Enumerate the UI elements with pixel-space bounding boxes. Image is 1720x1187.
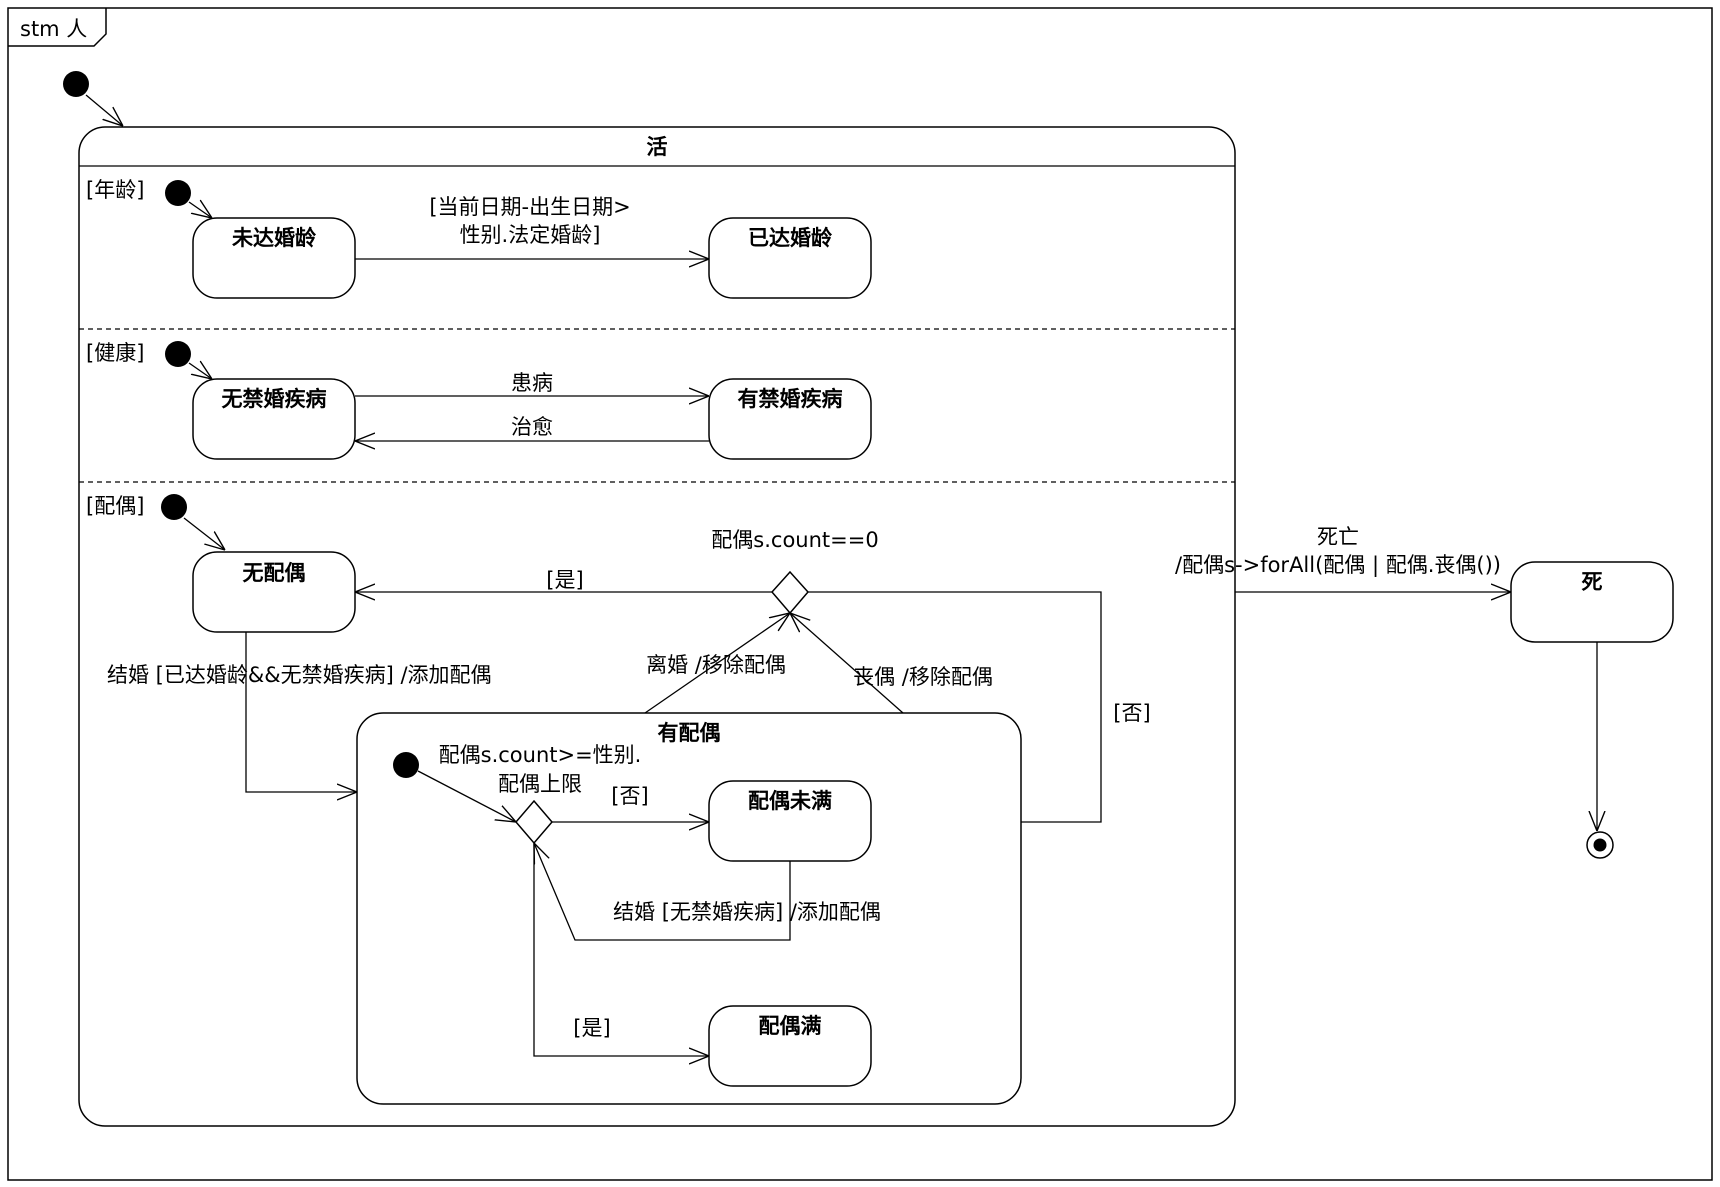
state-name-alive: 活 — [647, 135, 668, 159]
guard-age-line2: 性别.法定婚龄] — [460, 223, 601, 247]
state-of-age: 已达婚龄 — [708, 217, 872, 299]
transition-widowed — [790, 613, 904, 714]
guard-no-right: [否] — [1113, 701, 1150, 725]
trigger-fall-ill: 患病 — [511, 371, 553, 395]
initial-pseudostate-health — [165, 341, 191, 367]
state-dead: 死 — [1510, 561, 1674, 643]
diagram-frame: stm 人 — [7, 7, 1713, 1181]
trigger-divorce: 离婚 /移除配偶 — [646, 653, 786, 677]
guard-yes-top: [是] — [546, 568, 583, 592]
guard-count-limit-line2: 配偶上限 — [498, 772, 582, 796]
trigger-cure: 治愈 — [511, 415, 553, 439]
transition-marry-to-has-spouse — [245, 632, 357, 792]
transition-divorce — [644, 613, 790, 714]
guard-age-line1: [当前日期-出生日期> — [429, 195, 630, 219]
region-label-spouse: [配偶] — [86, 494, 144, 518]
transition-limit-yes-to-full — [533, 843, 709, 1056]
frame-title: stm 人 — [20, 17, 87, 41]
state-name-of-age: 已达婚龄 — [748, 226, 833, 250]
transition-marry-again — [534, 843, 791, 941]
state-name-has-disease: 有禁婚疾病 — [738, 387, 843, 411]
transition-initial-to-no-disease — [188, 363, 212, 379]
transition-initial-to-no-spouse — [183, 517, 225, 550]
state-no-disease: 无禁婚疾病 — [192, 378, 356, 460]
initial-pseudostate-top — [63, 71, 89, 97]
state-underage: 未达婚龄 — [192, 217, 356, 299]
transition-initial-to-alive — [85, 94, 123, 126]
final-state — [1586, 831, 1614, 859]
region-label-age: [年龄] — [86, 178, 144, 202]
trigger-marry-first: 结婚 [已达婚龄&&无禁婚疾病] /添加配偶 — [107, 663, 492, 687]
state-spouse-not-full: 配偶未满 — [708, 780, 872, 862]
state-name-dead: 死 — [1582, 570, 1603, 594]
state-name-no-disease: 无禁婚疾病 — [222, 387, 327, 411]
guard-yes-inner: [是] — [573, 1016, 610, 1040]
state-name-spouse-full: 配偶满 — [759, 1014, 822, 1038]
transition-initial-to-limit-decision — [417, 770, 516, 822]
state-name-has-spouse: 有配偶 — [658, 721, 721, 745]
trigger-marry-again: 结婚 [无禁婚疾病] /添加配偶 — [613, 900, 881, 924]
guard-count-limit-line1: 配偶s.count>=性别. — [439, 743, 642, 767]
guard-count-zero: 配偶s.count==0 — [711, 528, 878, 552]
trigger-widowed: 丧偶 /移除配偶 — [853, 665, 993, 689]
initial-pseudostate-age — [165, 180, 191, 206]
state-name-underage: 未达婚龄 — [232, 226, 317, 250]
region-label-health: [健康] — [86, 341, 144, 365]
initial-pseudostate-spouse — [161, 494, 187, 520]
trigger-death-line1: 死亡 — [1317, 525, 1359, 549]
transition-initial-to-underage — [188, 202, 212, 218]
state-name-no-spouse: 无配偶 — [243, 561, 306, 585]
initial-pseudostate-has-spouse — [393, 752, 419, 778]
state-name-spouse-not-full: 配偶未满 — [748, 789, 832, 813]
trigger-death-line2: /配偶s->forAll(配偶 | 配偶.丧偶()) — [1175, 553, 1501, 578]
state-has-disease: 有禁婚疾病 — [708, 378, 872, 460]
state-spouse-full: 配偶满 — [708, 1005, 872, 1087]
guard-no-inner: [否] — [611, 784, 648, 808]
state-no-spouse: 无配偶 — [192, 551, 356, 633]
